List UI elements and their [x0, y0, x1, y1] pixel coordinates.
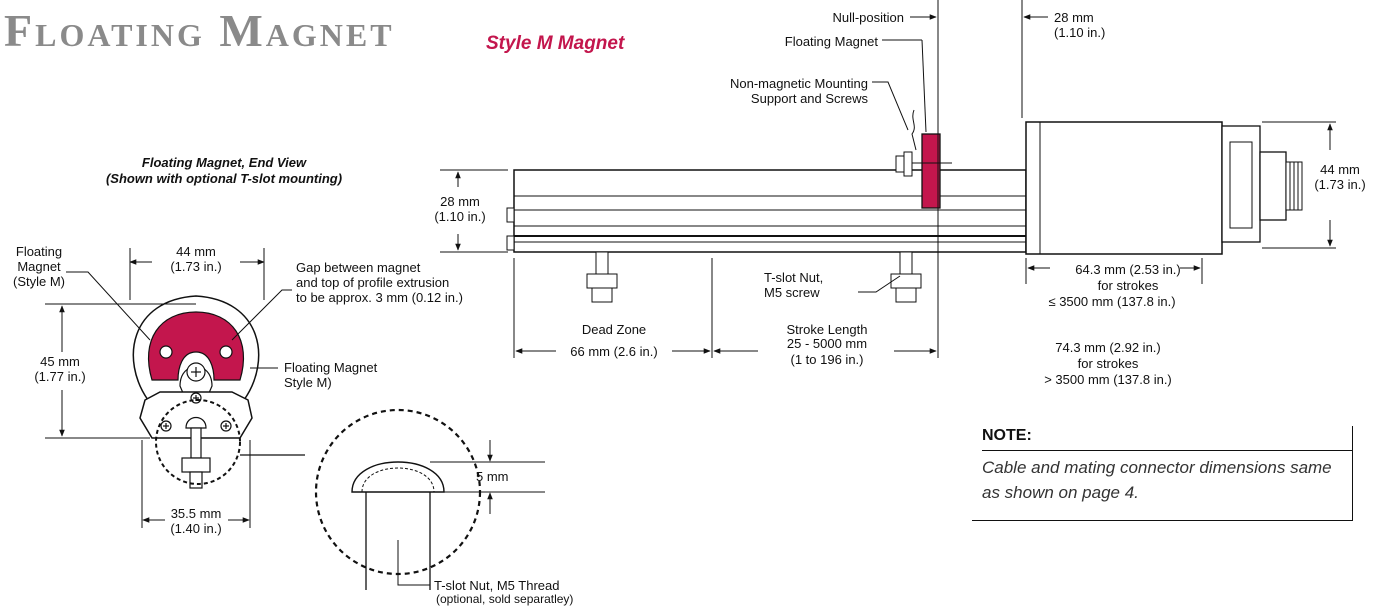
sensor-head	[1025, 121, 1223, 255]
stroke-length-label: Stroke Length	[786, 322, 868, 337]
tslot-thread-label: T-slot Nut, M5 Thread	[434, 578, 560, 593]
section-subtitle: Style M Magnet	[486, 33, 625, 54]
note-line: to be approx. 3 mm (0.12 in.)	[296, 290, 463, 305]
end-view-caption-line1: Floating Magnet, End View	[141, 155, 307, 170]
label-line: (Style M)	[13, 274, 65, 289]
for-strokes-2: for strokes	[1077, 356, 1139, 371]
dim-mm: 28 mm	[440, 194, 480, 209]
dim-mm: 35.5 mm	[170, 506, 222, 521]
profile-extrusion	[513, 169, 1027, 253]
tslot-nut-label: T-slot Nut, M5 screw	[764, 270, 823, 300]
dim-in: (1.73 in.)	[170, 259, 222, 274]
dim-in: (1.73 in.)	[1314, 177, 1366, 192]
floating-magnet-left-label: Floating Magnet (Style M)	[6, 244, 72, 289]
mounting-support-label: Non-magnetic Mounting Support and Screws	[680, 76, 868, 106]
label-line: Floating	[15, 244, 63, 259]
strokes-gt: > 3500 mm (137.8 in.)	[1044, 372, 1172, 387]
dead-zone-dim: 66 mm (2.6 in.)	[570, 344, 658, 359]
note-box	[972, 426, 1353, 521]
dim-in: (1.40 in.)	[170, 521, 222, 536]
end-view-caption: Floating Magnet, End View (Shown with op…	[52, 155, 396, 187]
strokes-le: ≤ 3500 mm (137.8 in.)	[1048, 294, 1176, 309]
dim-in: (1.77 in.)	[34, 369, 86, 384]
floating-magnet-right-label: Floating Magnet Style M)	[284, 360, 377, 390]
dim-5: 5 mm	[476, 469, 509, 484]
label-line: T-slot Nut,	[764, 270, 824, 285]
end-view-caption-line2: (Shown with optional T-slot mounting)	[105, 171, 343, 186]
for-strokes-1: for strokes	[1097, 278, 1159, 293]
dead-zone-label: Dead Zone	[581, 322, 647, 337]
floating-magnet-side	[921, 133, 941, 209]
dim-mm: 44 mm	[1320, 162, 1360, 177]
label-line: Floating Magnet	[284, 360, 378, 375]
label-line: Non-magnetic Mounting	[729, 76, 868, 91]
dim-64: 64.3 mm (2.53 in.)	[1075, 262, 1181, 277]
dim-in: (1.10 in.)	[1054, 25, 1106, 40]
stroke-range: 25 - 5000 mm	[786, 336, 868, 351]
magnet-crescent	[147, 311, 245, 381]
gap-note: Gap between magnet and top of profile ex…	[296, 260, 463, 305]
page-title: Floating Magnet	[4, 5, 395, 56]
null-position-label: Null-position	[832, 10, 904, 25]
note-divider	[982, 450, 1352, 451]
note-body: Cable and mating connector dimensions sa…	[982, 458, 1332, 502]
dim-35: 35.5 mm (1.40 in.)	[158, 506, 234, 536]
side-view-drawing	[506, 109, 1303, 303]
end-view-drawing	[132, 295, 305, 489]
dim-45: 45 mm (1.77 in.)	[20, 354, 100, 384]
dim-mm: 45 mm	[40, 354, 80, 369]
dim-28-left: 28 mm (1.10 in.)	[422, 194, 498, 224]
tslot-detail-drawing	[314, 408, 545, 590]
label-line: Support and Screws	[750, 91, 868, 106]
note-line: Gap between magnet	[296, 260, 421, 275]
stroke-range-in: (1 to 196 in.)	[790, 352, 864, 367]
tslot-thread-sub: (optional, sold separatley)	[436, 592, 574, 606]
note-line: and top of profile extrusion	[296, 275, 450, 290]
dim-44-end: 44 mm (1.73 in.)	[152, 244, 240, 274]
floating-magnet-side-label: Floating Magnet	[784, 34, 878, 49]
label-line: M5 screw	[764, 285, 820, 300]
dim-44-side: 44 mm (1.73 in.)	[1304, 162, 1376, 192]
dim-mm: 28 mm	[1054, 10, 1094, 25]
dim-mm: 44 mm	[176, 244, 216, 259]
label-line: Style M)	[284, 375, 332, 390]
dim-74: 74.3 mm (2.92 in.)	[1055, 340, 1161, 355]
label-line: Magnet	[17, 259, 61, 274]
dim-in: (1.10 in.)	[434, 209, 486, 224]
note-title: NOTE:	[982, 427, 1032, 444]
dim-28-top: 28 mm (1.10 in.)	[1054, 10, 1105, 40]
